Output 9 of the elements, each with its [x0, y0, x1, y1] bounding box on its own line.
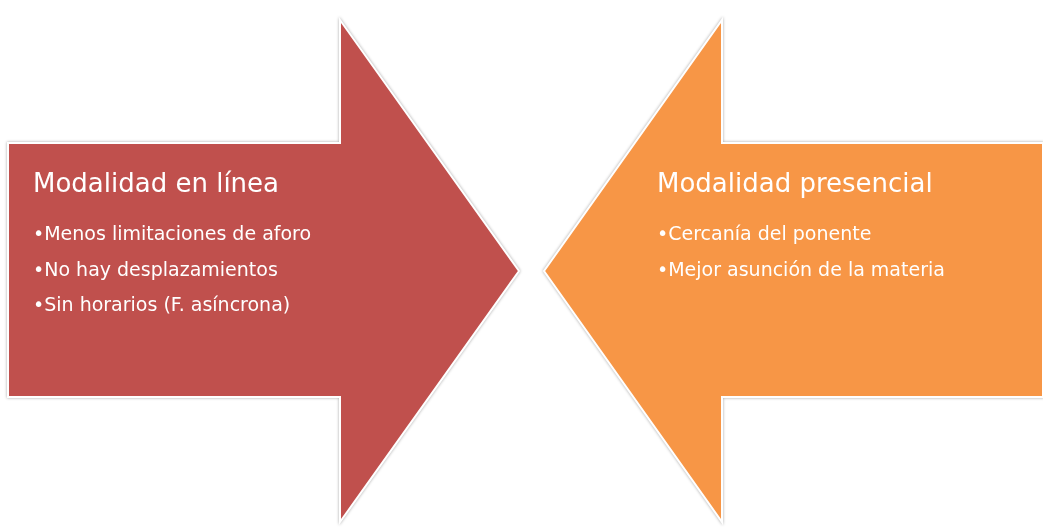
arrow-shape [544, 20, 1043, 522]
heading-text: Modalidad en línea [33, 168, 280, 198]
arrow-shape [8, 20, 519, 522]
heading-text: Modalidad presencial [657, 168, 933, 198]
bullet-text: •Sin horarios (F. asíncrona) [33, 293, 291, 315]
bullet-text: •Menos limitaciones de aforo [33, 222, 312, 244]
bullet-text: •Mejor asunción de la materia [657, 257, 945, 280]
bullet-text: •Cercanía del ponente [657, 222, 872, 244]
bullet-text: •No hay desplazamientos [33, 257, 278, 280]
